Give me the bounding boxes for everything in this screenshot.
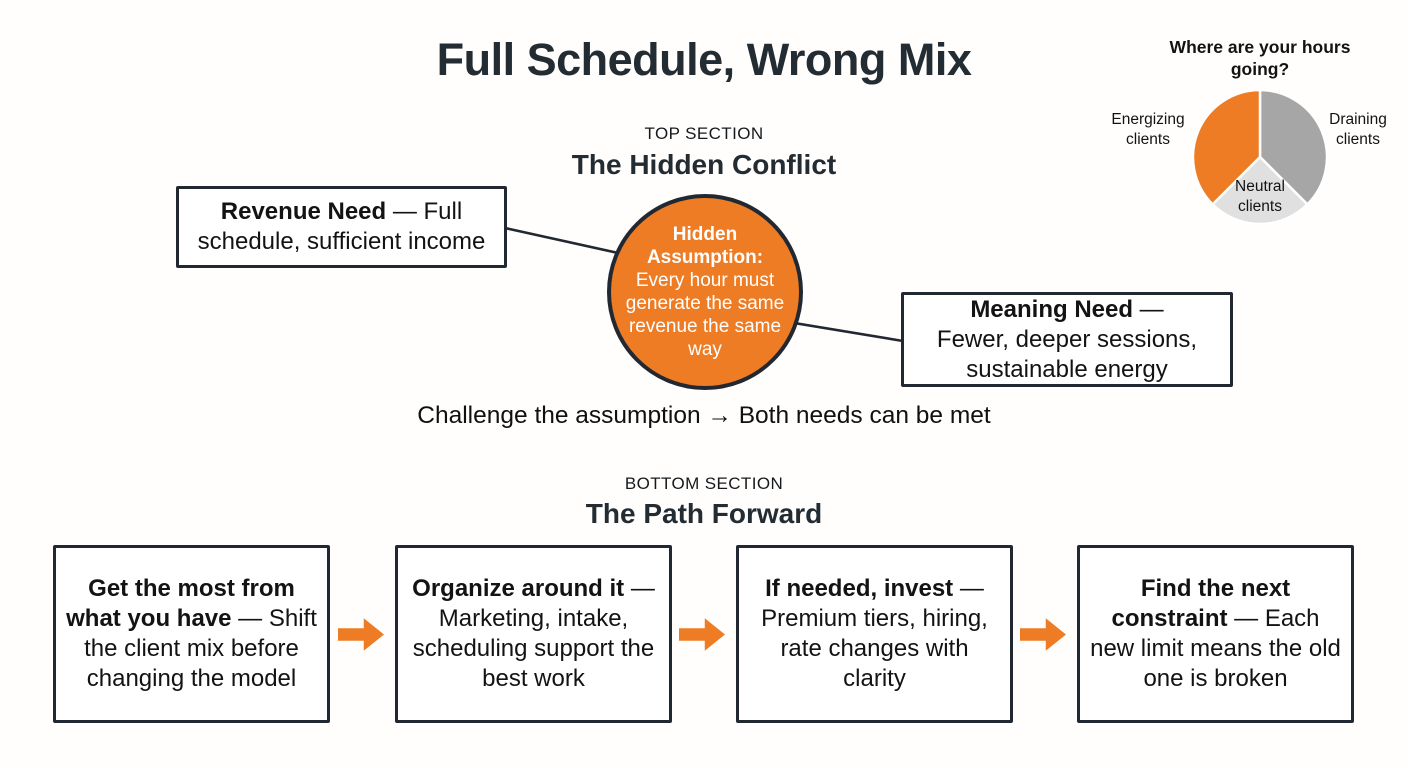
hidden-assumption-rest: Every hour must generate the same revenu… — [625, 270, 785, 360]
hidden-assumption-circle: Hidden Assumption:Every hour must genera… — [607, 194, 803, 390]
step-3-text: If needed, invest — Premium tiers, hirin… — [749, 574, 1000, 694]
revenue-need-rest: — Full schedule, sufficient income — [197, 198, 486, 255]
step-4-text: Find the next constraint — Each new limi… — [1090, 574, 1341, 694]
page-title: Full Schedule, Wrong Mix — [436, 34, 972, 85]
step-3-bold: If needed, invest — [765, 575, 954, 602]
step-box-3: If needed, invest — Premium tiers, hirin… — [736, 545, 1013, 723]
meaning-need-box: Meaning Need — Fewer, deeper sessions, s… — [901, 292, 1233, 387]
step-3-rest: — Premium tiers, hiring, rate changes wi… — [761, 575, 988, 692]
step-2-bold: Organize around it — [412, 575, 625, 602]
revenue-need-bold: Revenue Need — [220, 198, 387, 225]
step-2-rest: — Marketing, intake, scheduling support … — [412, 575, 655, 692]
bottom-section-heading: The Path Forward — [585, 498, 823, 529]
step-2-text: Organize around it — Marketing, intake, … — [408, 574, 659, 694]
pie-label-neutral: Neutral clients — [1235, 178, 1285, 215]
step-1-text: Get the most from what you have — Shift … — [66, 574, 317, 694]
bottom-section-kicker: BOTTOM SECTION — [624, 474, 784, 493]
top-section-kicker: TOP SECTION — [644, 124, 764, 143]
step-box-1: Get the most from what you have — Shift … — [53, 545, 330, 723]
step-4-rest: — Each new limit means the old one is br… — [1090, 605, 1341, 692]
meaning-need-rest: — Fewer, deeper sessions, sustainable en… — [936, 295, 1198, 383]
pie-slice-energizing — [1191, 88, 1262, 206]
takeaway-text: Challenge the assumption → Both needs ca… — [417, 402, 991, 429]
step-1-bold: Get the most from what you have — [66, 575, 295, 632]
arrow-right-icon — [679, 618, 725, 651]
hidden-assumption-text: Hidden Assumption:Every hour must genera… — [621, 223, 789, 361]
pie-label-draining: Draining clients — [1329, 111, 1387, 148]
step-1-rest: — Shift the client mix before changing t… — [84, 605, 317, 692]
arrow-right-icon — [338, 618, 384, 651]
hidden-assumption-bold: Hidden Assumption: — [646, 224, 764, 268]
pie-slice-neutral — [1211, 155, 1309, 226]
step-4-bold: Find the next constraint — [1111, 575, 1291, 632]
hours-pie-chart — [1191, 88, 1329, 226]
pie-label-energizing: Energizing clients — [1111, 111, 1185, 148]
pie-slice-draining — [1258, 88, 1329, 206]
top-section-heading: The Hidden Conflict — [571, 149, 837, 180]
revenue-need-text: Revenue Need — Full schedule, sufficient… — [193, 197, 490, 257]
pie-chart-title: Where are your hours going? — [1169, 37, 1351, 79]
arrow-right-icon — [1020, 618, 1066, 651]
meaning-need-bold: Meaning Need — [970, 295, 1134, 323]
meaning-need-text: Meaning Need — Fewer, deeper sessions, s… — [934, 295, 1200, 385]
revenue-need-box: Revenue Need — Full schedule, sufficient… — [176, 186, 507, 268]
step-box-2: Organize around it — Marketing, intake, … — [395, 545, 672, 723]
step-box-4: Find the next constraint — Each new limi… — [1077, 545, 1354, 723]
